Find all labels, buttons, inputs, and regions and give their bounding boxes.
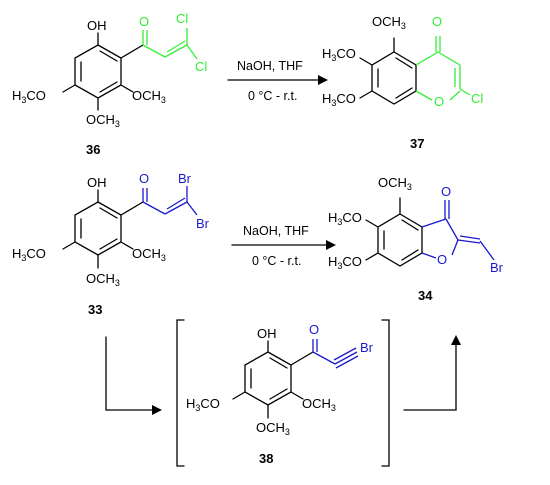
compound-number-33: 33 [88, 302, 102, 317]
methoxy-label: OCH3 [302, 396, 336, 413]
compound-34-structure [365, 197, 495, 267]
conditions-label: 0 °C - r.t. [252, 254, 301, 268]
methoxy-label: OCH3 [132, 246, 166, 263]
carbonyl-oxygen-label: O [309, 322, 319, 337]
methoxy-label: OCH3 [256, 420, 290, 437]
methoxy-label: H3CO [322, 91, 356, 108]
left-bracket [176, 319, 185, 467]
ring-oxygen-label: O [434, 94, 444, 109]
hydroxyl-label: OH [257, 326, 277, 341]
hydroxyl-label: OH [87, 18, 107, 33]
carbonyl-oxygen-label: O [139, 171, 149, 186]
methoxy-label: OCH3 [378, 175, 412, 192]
methoxy-label: H3CO [328, 254, 362, 271]
bromine-label: Br [490, 260, 504, 275]
pathway-arrow [403, 344, 457, 411]
compound-37-structure [359, 36, 471, 105]
methoxy-label: H3CO [186, 396, 220, 413]
compound-number-37: 37 [410, 136, 424, 151]
methoxy-label: H3CO [12, 88, 46, 105]
methoxy-label: OCH3 [86, 112, 120, 129]
compound-number-38: 38 [259, 451, 273, 466]
bromine-label: Br [178, 171, 192, 186]
methoxy-label: OCH3 [372, 14, 406, 31]
compound-36-structure [62, 28, 198, 111]
methoxy-label: H3CO [322, 46, 356, 63]
methoxy-label: H3CO [328, 210, 362, 227]
arrow-head [326, 240, 336, 250]
compound-33-structure [62, 186, 198, 269]
bromine-label: Br [196, 216, 210, 231]
chlorine-label: Cl [195, 59, 207, 74]
reagent-label: NaOH, THF [243, 224, 309, 238]
carbonyl-oxygen-label: O [432, 14, 442, 29]
conditions-label: 0 °C - r.t. [248, 89, 297, 103]
chlorine-label: Cl [471, 91, 483, 106]
arrow-head [152, 405, 162, 415]
hydroxyl-label: OH [87, 175, 107, 190]
compound-number-36: 36 [86, 142, 100, 157]
bromine-label: Br [360, 340, 374, 355]
arrow-head [451, 335, 461, 345]
methoxy-label: H3CO [12, 246, 46, 263]
compound-38-structure [232, 339, 359, 419]
methoxy-label: OCH3 [86, 271, 120, 288]
right-bracket [381, 319, 390, 467]
pathway-arrow [105, 336, 153, 411]
ring-oxygen-label: O [437, 252, 447, 267]
carbonyl-oxygen-label: O [139, 14, 149, 29]
chlorine-label: Cl [176, 11, 188, 26]
carbonyl-oxygen-label: O [441, 184, 451, 199]
arrow-head [318, 75, 328, 85]
methoxy-label: OCH3 [132, 88, 166, 105]
compound-number-34: 34 [418, 288, 433, 303]
reagent-label: NaOH, THF [237, 59, 303, 73]
